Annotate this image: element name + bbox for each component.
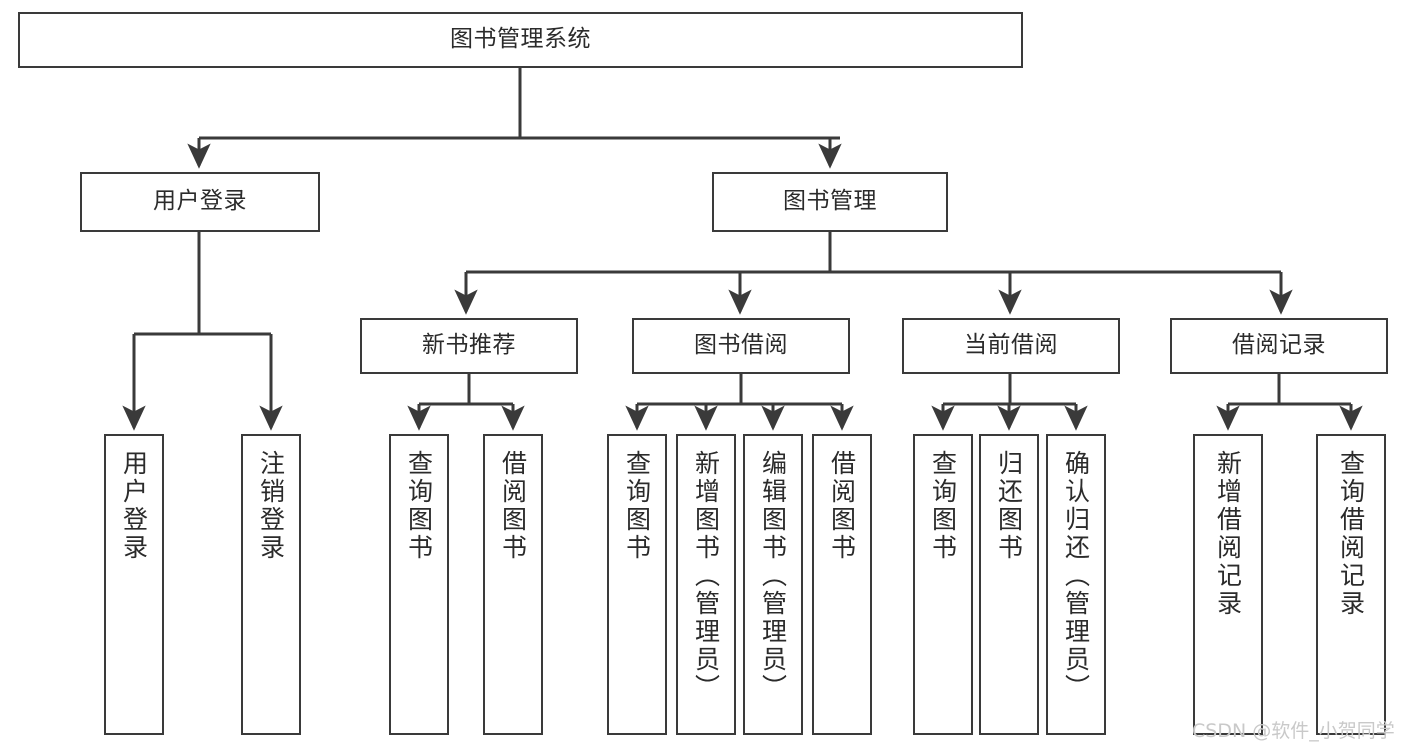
leaf-book-borrow-edit-book-admin[interactable]: 编辑图书（管理员） (743, 434, 803, 735)
node-label: 借阅记录 (1232, 332, 1326, 359)
node-label: 借阅图书 (827, 450, 857, 562)
leaf-current-borrow-return-books[interactable]: 归还图书 (979, 434, 1039, 735)
node-label: 确认归还（管理员） (1061, 450, 1091, 702)
node-root-book-management-system[interactable]: 图书管理系统 (18, 12, 1023, 68)
node-label: 注销登录 (256, 450, 286, 562)
node-new-book-recommendation[interactable]: 新书推荐 (360, 318, 578, 374)
node-label: 归还图书 (994, 450, 1024, 562)
leaf-user-login-login[interactable]: 用户登录 (104, 434, 164, 735)
node-label: 当前借阅 (964, 332, 1058, 359)
leaf-current-borrow-confirm-return-admin[interactable]: 确认归还（管理员） (1046, 434, 1106, 735)
node-label: 编辑图书（管理员） (758, 450, 788, 702)
csdn-watermark: CSDN @软件_小贺同学 (1192, 720, 1395, 742)
leaf-new-book-query-books[interactable]: 查询图书 (389, 434, 449, 735)
node-label: 新增图书（管理员） (691, 450, 721, 702)
node-label: 查询图书 (622, 450, 652, 562)
node-label: 图书管理系统 (450, 26, 591, 53)
leaf-book-borrow-borrow-books[interactable]: 借阅图书 (812, 434, 872, 735)
node-label: 查询图书 (928, 450, 958, 562)
node-label: 新增借阅记录 (1213, 450, 1243, 618)
leaf-borrow-record-query-record[interactable]: 查询借阅记录 (1316, 434, 1386, 735)
node-book-borrowing[interactable]: 图书借阅 (632, 318, 850, 374)
leaf-current-borrow-query-books[interactable]: 查询图书 (913, 434, 973, 735)
node-label: 借阅图书 (498, 450, 528, 562)
node-label: 用户登录 (119, 450, 149, 562)
node-book-management[interactable]: 图书管理 (712, 172, 948, 232)
node-label: 图书借阅 (694, 332, 788, 359)
node-label: 图书管理 (783, 188, 877, 215)
leaf-new-book-borrow-books[interactable]: 借阅图书 (483, 434, 543, 735)
leaf-book-borrow-add-book-admin[interactable]: 新增图书（管理员） (676, 434, 736, 735)
leaf-borrow-record-add-record[interactable]: 新增借阅记录 (1193, 434, 1263, 735)
node-label: 用户登录 (153, 188, 247, 215)
node-current-borrowing[interactable]: 当前借阅 (902, 318, 1120, 374)
node-label: 新书推荐 (422, 332, 516, 359)
leaf-user-login-logout[interactable]: 注销登录 (241, 434, 301, 735)
leaf-book-borrow-query-books[interactable]: 查询图书 (607, 434, 667, 735)
node-borrowing-records[interactable]: 借阅记录 (1170, 318, 1388, 374)
node-label: 查询借阅记录 (1336, 450, 1366, 618)
node-user-login[interactable]: 用户登录 (80, 172, 320, 232)
node-label: 查询图书 (404, 450, 434, 562)
